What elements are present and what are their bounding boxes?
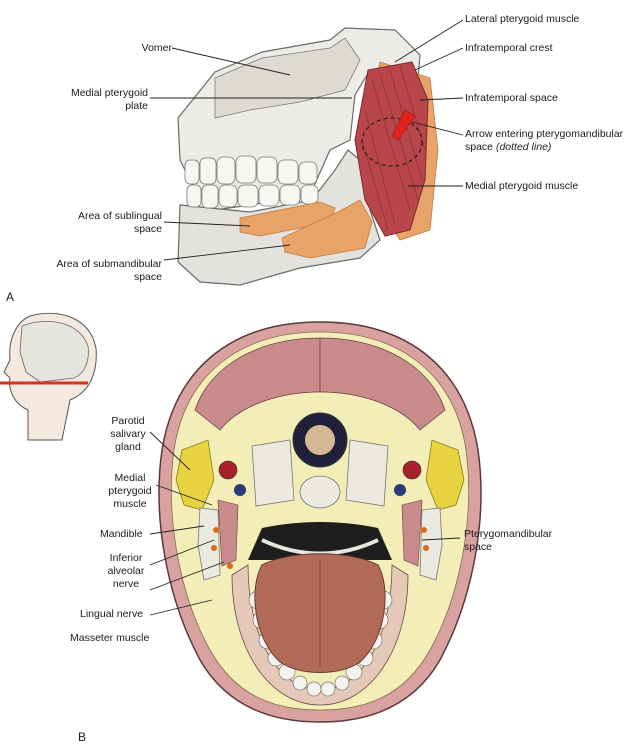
nerves <box>211 527 429 569</box>
label-sublingual-space: Area of sublingual space <box>40 210 162 236</box>
label-pterygomandibular-space: Pterygomandibular space <box>464 528 552 554</box>
label-medial-pterygoid-plate: Medial pterygoid plate <box>40 87 148 113</box>
label-line: gland <box>115 441 141 453</box>
spinal-cord <box>305 425 335 455</box>
label-line: Area of submandibular <box>56 258 162 270</box>
panel-a-leaders <box>150 19 464 261</box>
parotid-gland-right <box>425 439 465 511</box>
label-line: Pterygomandibular <box>464 528 553 540</box>
lower-teeth <box>186 184 319 209</box>
label-inferior-alveolar-nerve: Inferior alveolar nerve <box>100 552 152 591</box>
label-line: plate <box>125 100 148 112</box>
label-line: pterygoid <box>108 485 152 497</box>
head-skull <box>19 320 89 383</box>
label-vomer: Vomer <box>141 42 172 54</box>
panel-b-leaders <box>149 431 461 616</box>
label-line: alveolar <box>107 565 145 577</box>
label-line: space <box>133 223 162 235</box>
label-line: space (dotted line) <box>465 141 623 154</box>
label-line: Arrow entering pterygomandibular <box>465 128 624 140</box>
label-line: Medial pterygoid <box>70 87 148 99</box>
label-submandibular-space: Area of submandibular space <box>10 258 162 284</box>
label-mandible: Mandible <box>100 528 143 540</box>
label-line: Medial <box>114 472 146 484</box>
label-arrow-pterygomandibular: Arrow entering pterygomandibular space (… <box>465 128 623 154</box>
label-line: Inferior <box>109 552 143 564</box>
label-medial-pterygoid-muscle: Medial pterygoid muscle <box>465 180 579 192</box>
medial-pterygoid-left <box>217 499 239 567</box>
vertebra-lower <box>299 475 341 509</box>
label-line: space <box>464 541 493 553</box>
label-infratemporal-crest: Infratemporal crest <box>465 42 553 54</box>
vessels <box>218 460 422 496</box>
label-italic: (dotted line) <box>495 141 552 153</box>
submandibular-space <box>281 199 373 259</box>
label-lateral-pterygoid: Lateral pterygoid muscle <box>465 13 580 25</box>
medial-pterygoid-right <box>401 499 423 567</box>
label-parotid-gland: Parotid salivary gland <box>100 415 156 454</box>
mandible-right <box>419 507 443 581</box>
label-text: space <box>465 141 494 153</box>
panel-a-illustration <box>150 19 464 286</box>
upper-teeth <box>184 155 318 185</box>
label-line: Parotid <box>111 415 145 427</box>
head-orientation-icon <box>0 312 97 441</box>
pterygoid-muscle-mass <box>354 61 429 237</box>
label-line: nerve <box>112 578 140 590</box>
panel-b-letter: B <box>78 730 87 744</box>
label-line: salivary <box>110 428 146 440</box>
label-line: muscle <box>113 498 147 510</box>
panel-a-letter: A <box>6 290 15 304</box>
label-lingual-nerve: Lingual nerve <box>80 608 144 620</box>
pterygomandibular-dotted-outline <box>361 117 423 167</box>
panel-b-illustration <box>149 321 482 723</box>
label-line: Area of sublingual <box>77 210 162 222</box>
label-medial-pterygoid: Medial pterygoid muscle <box>100 472 160 511</box>
label-line: space <box>133 271 162 283</box>
right-bone-block <box>345 439 389 507</box>
entry-arrow <box>391 109 416 141</box>
label-masseter-muscle: Masseter muscle <box>70 632 150 644</box>
left-bone-block <box>251 439 295 507</box>
label-infratemporal-space: Infratemporal space <box>465 92 558 104</box>
